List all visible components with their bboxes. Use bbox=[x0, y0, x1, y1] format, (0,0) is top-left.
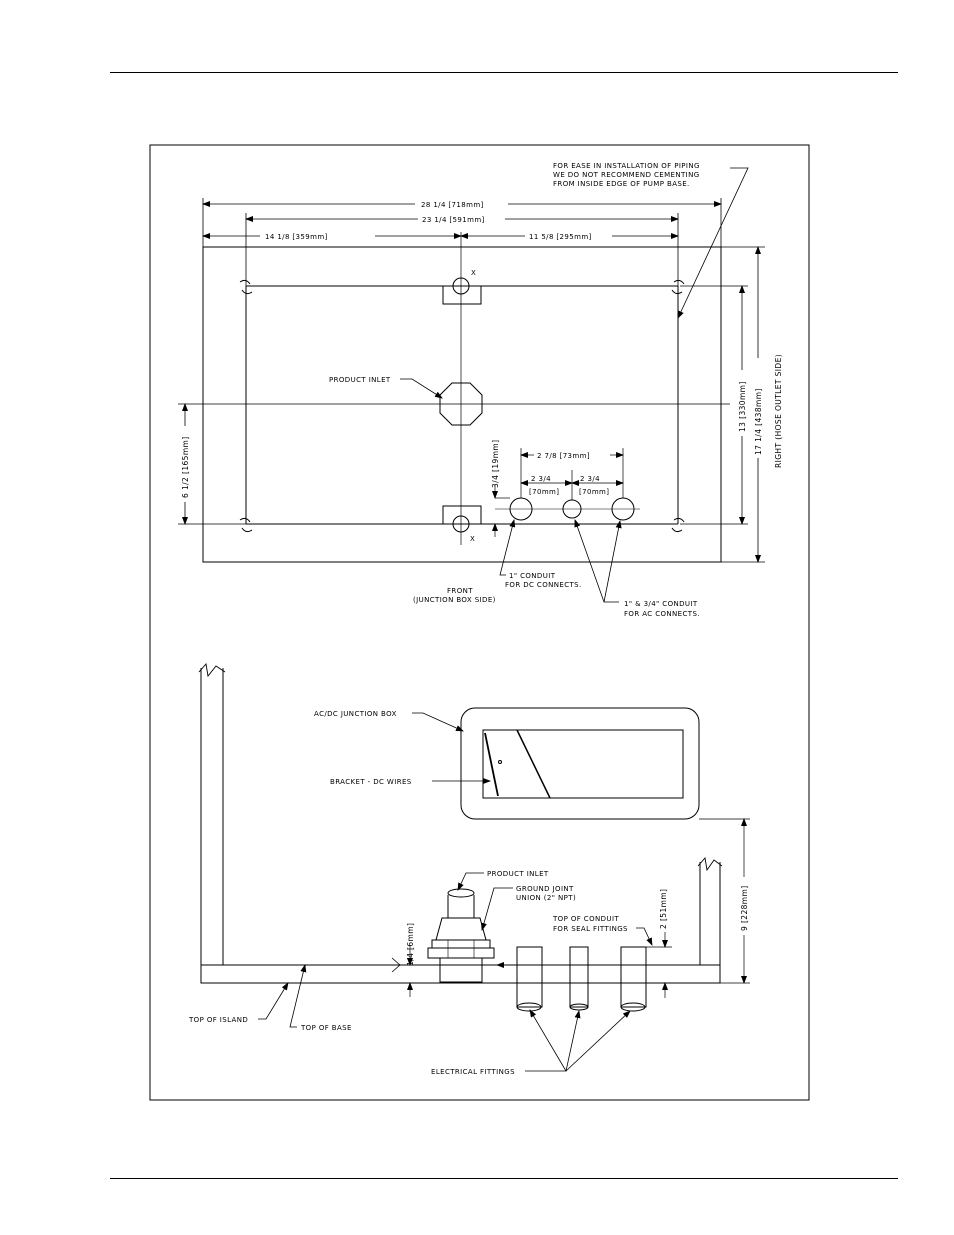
dim-conduit-spacing-1-a: 2 3/4 bbox=[531, 475, 551, 483]
dc-conduit-leader bbox=[499, 519, 516, 576]
electrical-fittings-label: ELECTRICAL FITTINGS bbox=[431, 1068, 515, 1076]
dim-conduit-offset: 3/4 [19mm] bbox=[491, 440, 500, 488]
junction-box-label: AC/DC JUNCTION BOX bbox=[314, 710, 397, 718]
note-line-2: WE DO NOT RECOMMEND CEMENTING bbox=[553, 171, 700, 179]
dc-bracket-2 bbox=[516, 729, 551, 799]
marker-x-top: X bbox=[471, 269, 476, 277]
base-break-arrow bbox=[391, 957, 401, 973]
top-of-base-label: TOP OF BASE bbox=[300, 1024, 352, 1032]
dim-bolt-width: 23 1/4 [591mm] bbox=[422, 216, 485, 224]
elevation-callouts: AC/DC JUNCTION BOX BRACKET - DC WIRES PR… bbox=[188, 710, 750, 1076]
dim-conduit-spacing-2-a: 2 3/4 bbox=[580, 475, 600, 483]
elev-conduit-1-end bbox=[516, 1002, 542, 1012]
note-leader bbox=[677, 167, 749, 319]
header-rule bbox=[110, 72, 898, 73]
horizontal-dimensions: 28 1/4 [718mm] 23 1/4 [591mm] 14 1/8 [35… bbox=[202, 198, 722, 286]
dim-base-thickness: 1/4 [6mm] bbox=[406, 923, 415, 966]
union-nut-mid bbox=[427, 947, 495, 959]
anchor-hole-bottom bbox=[452, 515, 470, 533]
dim-left-to-center: 14 1/8 [359mm] bbox=[265, 233, 328, 241]
dim-conduit-height: 2 [51mm] bbox=[659, 889, 668, 929]
junction-box-inner bbox=[482, 729, 684, 799]
top-of-island-leader bbox=[258, 982, 289, 1020]
anchor-tab-bottom bbox=[442, 505, 482, 525]
dc-conduit-label-2: FOR DC CONNECTS. bbox=[505, 581, 582, 589]
union-detail bbox=[447, 940, 475, 958]
dim-conduit-spacing-2-b: [70mm] bbox=[579, 488, 609, 496]
elev-conduit-3 bbox=[620, 946, 647, 1008]
slot-bottom-right bbox=[671, 517, 685, 533]
conduit-dimensions: 2 7/8 [73mm] 2 3/4 [70mm] 2 3/4 [70mm] 3… bbox=[491, 440, 624, 537]
product-inlet-label-plan: PRODUCT INLET bbox=[329, 376, 391, 384]
dim-conduit-span: 2 7/8 [73mm] bbox=[537, 452, 590, 460]
slot-bottom-left bbox=[239, 517, 253, 533]
ac-conduit-leader-2 bbox=[603, 520, 622, 603]
elev-conduit-2 bbox=[569, 946, 589, 1008]
elev-conduit-2-end bbox=[569, 1003, 589, 1011]
dim-inner-depth: 13 [330mm] bbox=[738, 381, 747, 432]
product-inlet-leader-plan bbox=[400, 378, 443, 399]
fittings-leader-2 bbox=[565, 1010, 581, 1072]
bracket-rivet bbox=[498, 760, 502, 764]
footer-rule bbox=[110, 1178, 898, 1179]
slot-top-left bbox=[239, 279, 253, 295]
dim-conduit-spacing-1-b: [70mm] bbox=[529, 488, 559, 496]
island-wall-right bbox=[699, 862, 721, 965]
anchor-hole-top bbox=[452, 277, 470, 295]
island-wall-right-break bbox=[697, 856, 723, 872]
ground-joint-leader bbox=[481, 887, 513, 931]
dim-center-to-right: 11 5/8 [295mm] bbox=[529, 233, 592, 241]
side-elevation bbox=[198, 662, 723, 1012]
ac-conduit-label-1: 1" & 3/4" CONDUIT bbox=[624, 600, 698, 608]
dc-conduit-label-1: 1" CONDUIT bbox=[509, 572, 556, 580]
bracket-label: BRACKET - DC WIRES bbox=[330, 778, 412, 786]
base-outline bbox=[202, 246, 722, 563]
pump-base-plan: X X bbox=[178, 232, 730, 563]
ac-conduit-label-2: FOR AC CONNECTS. bbox=[624, 610, 700, 618]
top-conduit-leader bbox=[636, 927, 653, 946]
junction-box-outer bbox=[460, 707, 700, 820]
front-label-1: FRONT bbox=[447, 587, 473, 595]
fittings-leader-1 bbox=[525, 1009, 567, 1072]
base-slab bbox=[200, 964, 721, 984]
product-inlet-pipe bbox=[447, 895, 475, 918]
union-nut-top bbox=[431, 939, 491, 949]
dim-front-offset: 6 1/2 [165mm] bbox=[181, 436, 190, 498]
product-inlet-pipe-top bbox=[447, 888, 475, 898]
anchor-tab-top bbox=[442, 285, 482, 305]
top-of-island-label: TOP OF ISLAND bbox=[188, 1016, 248, 1024]
island-wall-left-break bbox=[198, 662, 226, 678]
product-inlet-label-elev: PRODUCT INLET bbox=[487, 870, 549, 878]
elev-conduit-1 bbox=[516, 946, 543, 1008]
front-label-2: (JUNCTION BOX SIDE) bbox=[413, 596, 496, 604]
note-line-3: FROM INSIDE EDGE OF PUMP BASE. bbox=[553, 180, 690, 188]
product-inlet-octagon bbox=[439, 382, 483, 426]
top-of-base-leader bbox=[289, 964, 307, 1028]
ground-joint-label-1: GROUND JOINT bbox=[516, 885, 574, 893]
conduit-callouts: 1" CONDUIT FOR DC CONNECTS. FRONT (JUNCT… bbox=[413, 519, 700, 618]
installation-note: FOR EASE IN INSTALLATION OF PIPING WE DO… bbox=[553, 162, 749, 319]
marker-x-bottom: X bbox=[470, 535, 475, 543]
junction-box-leader bbox=[412, 712, 464, 732]
dim-overall-width: 28 1/4 [718mm] bbox=[421, 201, 484, 209]
dim-box-height: 9 [228mm] bbox=[740, 885, 749, 931]
dim-overall-depth: 17 1/4 [438mm] bbox=[754, 388, 763, 455]
note-line-1: FOR EASE IN INSTALLATION OF PIPING bbox=[553, 162, 700, 170]
dc-bracket-1 bbox=[484, 732, 499, 797]
elev-conduit-3-end bbox=[620, 1002, 646, 1012]
vertical-dimensions-right: 13 [330mm] 17 1/4 [438mm] RIGHT (HOSE OU… bbox=[680, 246, 783, 563]
top-conduit-label-2: FOR SEAL FITTINGS bbox=[553, 925, 628, 933]
right-side-label: RIGHT (HOSE OUTLET SIDE) bbox=[774, 354, 783, 468]
fittings-leader-3 bbox=[565, 1010, 631, 1072]
island-wall-left bbox=[200, 668, 224, 965]
slot-top-right bbox=[671, 279, 685, 295]
union-upper-body bbox=[435, 917, 487, 941]
ground-joint-label-2: UNION (2" NPT) bbox=[516, 894, 576, 902]
union-lower-body bbox=[439, 957, 483, 983]
vertical-dimension-left: 6 1/2 [165mm] bbox=[178, 403, 246, 525]
product-inlet-leader-elev bbox=[457, 872, 484, 891]
top-conduit-label-1: TOP OF CONDUIT bbox=[552, 915, 619, 923]
drawing-frame bbox=[149, 144, 810, 1101]
